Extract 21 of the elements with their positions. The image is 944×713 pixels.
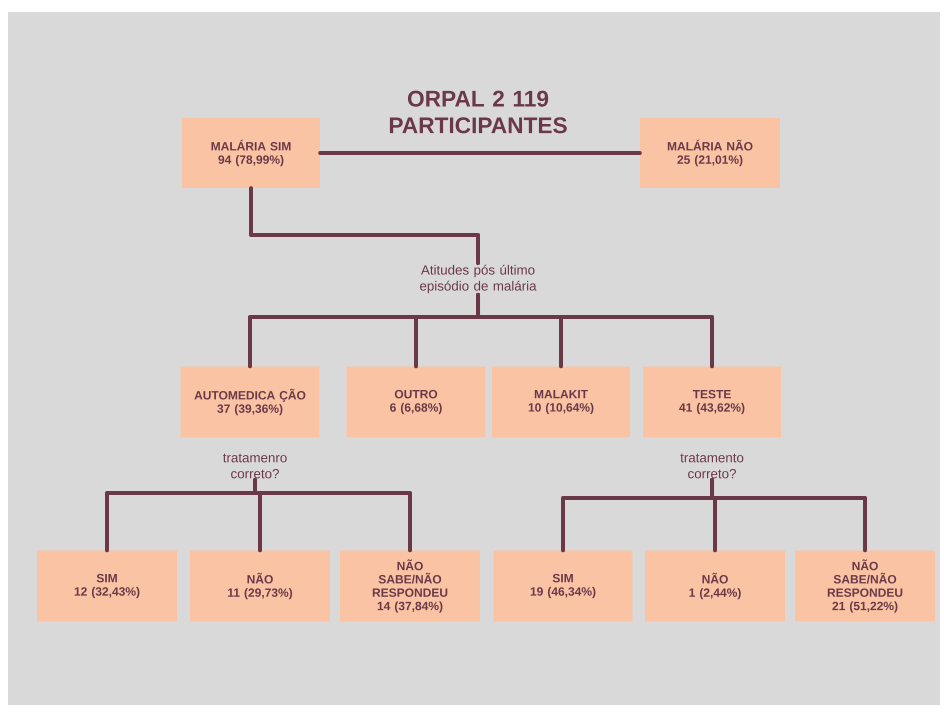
category-box: SIM 12 (32,43%) (37, 550, 177, 622)
question-label: tratamenro correto? (222, 454, 287, 478)
category-box: AUTOMEDICA ÇÃO 37 (39,36%) (180, 366, 320, 438)
category-box: SIM 19 (46,34%) (494, 550, 632, 622)
category-box: TESTE 41 (43,62%) (643, 366, 782, 438)
diagram-title: ORPAL 2 119 PARTICIPANTES (390, 90, 567, 134)
connector-line (710, 478, 868, 552)
connector-line (318, 151, 642, 155)
connector-line (476, 292, 714, 368)
category-box: OUTRO 6 (6,68%) (346, 366, 486, 438)
connector-line (253, 478, 412, 552)
connector-line (249, 186, 480, 266)
category-box: NÃO SABE/NÃO RESPONDEU 21 (51,22%) (795, 550, 936, 622)
category-box: MALAKIT 10 (10,64%) (492, 366, 630, 438)
category-box: MALÁRIA SIM 94 (78,99%) (182, 118, 320, 188)
category-box: NÃO 11 (29,73%) (190, 550, 330, 622)
category-box: NÃO 1 (2,44%) (645, 550, 786, 622)
question-label: Atitudes pós último episódio de malária (420, 264, 537, 294)
category-box: MALÁRIA NÃO 25 (21,01%) (640, 118, 780, 188)
question-label: tratamento correto? (680, 454, 744, 478)
category-box: NÃO SABE/NÃO RESPONDEU 14 (37,84%) (340, 550, 480, 622)
